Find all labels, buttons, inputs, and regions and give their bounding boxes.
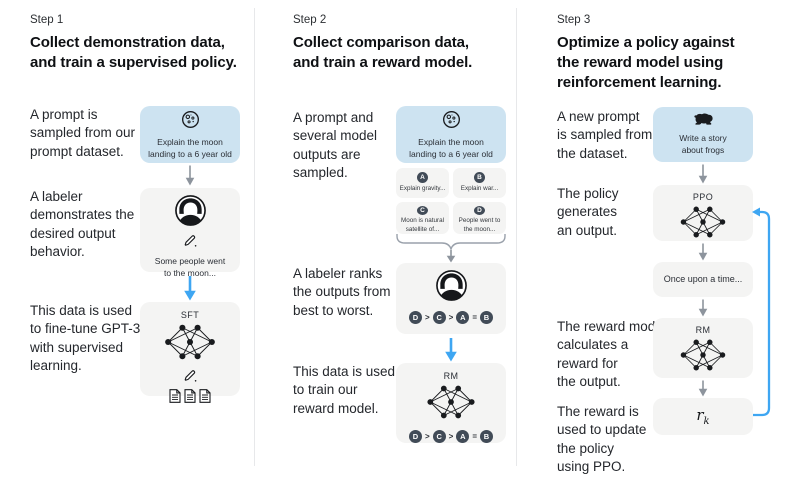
model-label: SFT xyxy=(180,310,200,320)
caption-prompt-sampled: A prompt is sampled from our prompt data… xyxy=(30,107,136,159)
rm-model-box: RM D > C > A = xyxy=(396,363,506,443)
output-option-b: B Explain war... xyxy=(453,168,506,198)
pencil-icon xyxy=(183,369,197,387)
arrow-down-icon xyxy=(697,299,709,322)
rank-separator: > xyxy=(448,432,454,441)
rank-badge: A xyxy=(456,430,470,443)
output-option-d: D People went to the moon... xyxy=(453,202,506,234)
caption-policy-generates: The policy generates an output. xyxy=(557,186,619,238)
arrow-down-icon xyxy=(697,243,709,266)
blue-arrow-down-icon xyxy=(183,275,197,306)
caption-labeler-ranks: A labeler ranks the outputs from best to… xyxy=(293,266,391,318)
step-label: Step 3 xyxy=(557,14,591,26)
pencil-icon xyxy=(183,234,197,252)
model-label: PPO xyxy=(692,192,714,202)
reward-score: rk xyxy=(696,406,709,427)
rank-separator: > xyxy=(424,313,430,322)
output-text: Moon is natural satellite of... xyxy=(400,217,445,233)
output-option-a: A Explain gravity... xyxy=(396,168,449,198)
letter-badge: C xyxy=(417,206,428,215)
labeler-avatar-icon xyxy=(174,194,207,232)
letter-badge: D xyxy=(474,206,485,215)
neural-network-icon xyxy=(163,323,217,366)
feedback-loop-arrow xyxy=(750,205,776,425)
step-label: Step 1 xyxy=(30,14,64,26)
caption-reward-updates-policy: The reward is used to update the policy … xyxy=(557,404,647,475)
caption-outputs-sampled: A prompt and several model outputs are s… xyxy=(293,110,378,181)
rank-badge: C xyxy=(432,430,446,443)
labeler-ranking-box: D > C > A = B xyxy=(396,263,506,334)
output-option-c: C Moon is natural satellite of... xyxy=(396,202,449,234)
blue-arrow-down-icon xyxy=(444,337,458,367)
rank-sequence: D > C > A = B xyxy=(408,311,493,324)
reward-value-box: rk xyxy=(653,398,753,435)
column-divider xyxy=(254,8,255,466)
ppo-policy-box: PPO xyxy=(653,185,753,241)
rank-separator: > xyxy=(424,432,430,441)
documents-icon xyxy=(169,389,211,403)
rank-separator: = xyxy=(472,313,477,322)
rank-badge: D xyxy=(408,430,422,443)
letter-badge: B xyxy=(474,172,485,183)
output-text: Explain gravity... xyxy=(399,185,446,192)
sft-model-box: SFT xyxy=(140,302,240,403)
labeler-avatar-icon xyxy=(435,269,468,307)
column-title: Collect demonstration data, and train a … xyxy=(30,34,237,71)
step-label: Step 2 xyxy=(293,14,327,26)
rank-badge: B xyxy=(480,430,493,443)
output-text: Once upon a time... xyxy=(663,274,743,285)
prompt-box: Explain the moon landing to a 6 year old xyxy=(396,106,506,163)
prompt-text: Explain the moon landing to a 6 year old xyxy=(409,136,493,159)
neural-network-icon xyxy=(678,338,728,377)
caption-labeler-demonstrates: A labeler demonstrates the desired outpu… xyxy=(30,189,135,260)
caption-train-reward-model: This data is used to train our reward mo… xyxy=(293,364,396,416)
column-divider xyxy=(516,8,517,466)
rank-badge: A xyxy=(456,311,470,324)
arrow-down-icon xyxy=(184,165,196,191)
caption-finetune-gpt3: This data is used to fine-tune GPT-3 wit… xyxy=(30,303,141,374)
demonstration-text: Some people went to the moon... xyxy=(154,256,226,278)
reward-symbol: r xyxy=(696,406,704,424)
letter-badge: A xyxy=(417,172,428,183)
reward-subscript: k xyxy=(703,416,710,427)
rank-badge: D xyxy=(408,311,422,324)
model-label: RM xyxy=(695,325,711,335)
rank-separator: = xyxy=(472,432,477,441)
moon-icon xyxy=(180,109,201,135)
rank-badge: C xyxy=(432,311,446,324)
prompt-box: Write a story about frogs xyxy=(653,107,753,162)
rank-badge: B xyxy=(480,311,493,324)
moon-icon xyxy=(441,109,462,135)
prompt-box: Explain the moon landing to a 6 year old xyxy=(140,106,240,163)
prompt-text: Explain the moon landing to a 6 year old xyxy=(148,136,232,159)
neural-network-icon xyxy=(425,384,477,425)
output-text: People went to the moon... xyxy=(458,217,501,233)
model-label: RM xyxy=(443,371,459,381)
generated-output-box: Once upon a time... xyxy=(653,262,753,297)
rm-model-box: RM xyxy=(653,318,753,378)
arrow-down-icon xyxy=(445,250,457,268)
prompt-text: Write a story about frogs xyxy=(679,133,727,155)
column-title: Collect comparison data, and train a rew… xyxy=(293,34,473,71)
labeler-demo-box: Some people went to the moon... xyxy=(140,188,240,278)
rank-sequence: D > C > A = B xyxy=(408,430,493,443)
column-title: Optimize a policy against the reward mod… xyxy=(557,34,735,91)
arrow-down-icon xyxy=(697,380,709,402)
rank-separator: > xyxy=(448,313,454,322)
neural-network-icon xyxy=(678,205,728,244)
arrow-down-icon xyxy=(697,164,709,189)
caption-new-prompt: A new prompt is sampled from the dataset… xyxy=(557,109,653,161)
brace-connector xyxy=(396,234,506,255)
frog-icon xyxy=(693,112,714,131)
output-text: Explain war... xyxy=(460,185,499,192)
